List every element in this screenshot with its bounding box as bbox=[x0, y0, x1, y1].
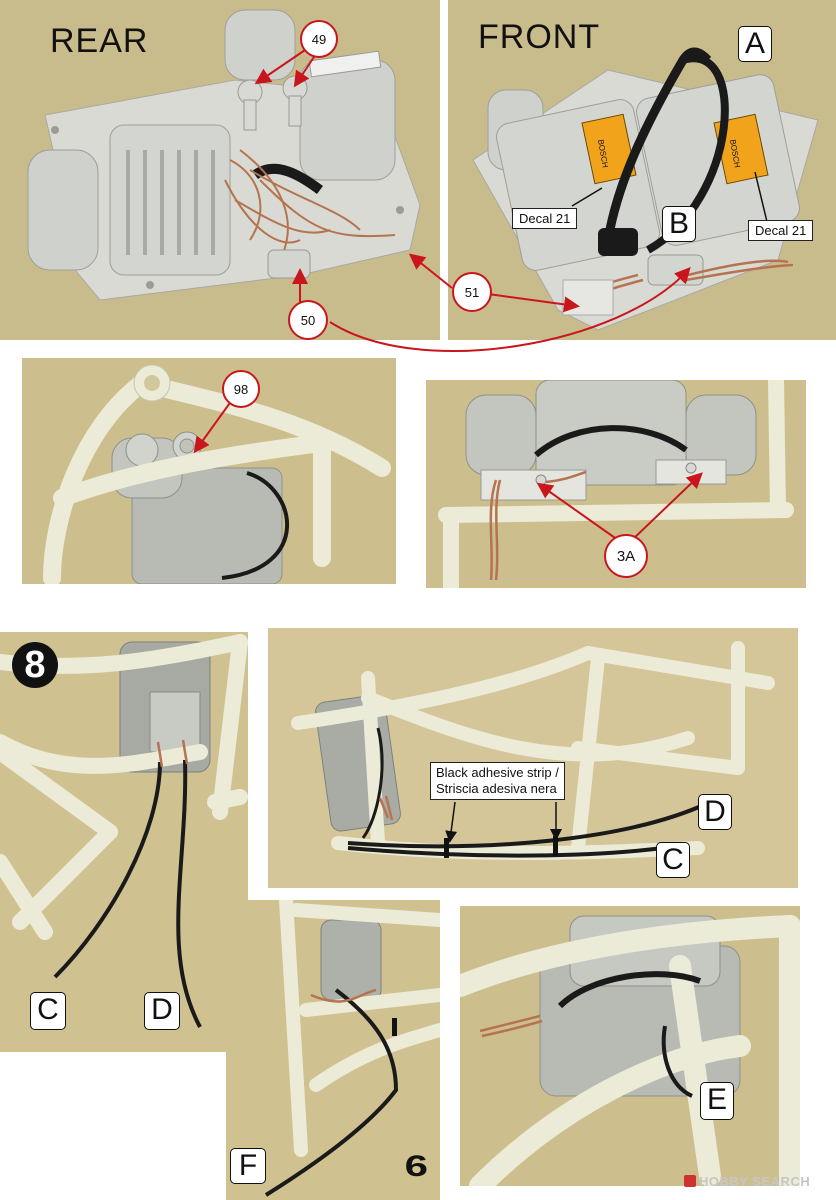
bosch-decal-left: BOSCH bbox=[581, 113, 637, 185]
part-3a-label: 3A bbox=[604, 534, 648, 578]
step-number-badge: 8 bbox=[12, 642, 58, 688]
photo-front: BOSCH BOSCH FRONT bbox=[448, 0, 836, 340]
frame-side-view bbox=[291, 641, 775, 860]
part-98-label: 98 bbox=[222, 370, 260, 408]
wire-label-c: C bbox=[30, 992, 66, 1030]
adhesive-strip-callout-it: Striscia adesiva nera bbox=[436, 781, 557, 796]
photo-part-98 bbox=[22, 358, 396, 584]
frame-wires-c-d bbox=[0, 634, 248, 1028]
adhesive-strip-callout: Black adhesive strip / Striscia adesiva … bbox=[430, 762, 565, 800]
wire-label-d-frame: D bbox=[698, 794, 732, 830]
wire-label-c-frame: C bbox=[656, 842, 690, 878]
wire-label-a: A bbox=[738, 26, 772, 62]
watermark: HOBBY SEARCH bbox=[684, 1174, 810, 1189]
part-51-label: 51 bbox=[452, 272, 492, 312]
photo-wire-e bbox=[460, 906, 800, 1186]
part-49-label: 49 bbox=[300, 20, 338, 58]
watermark-text: HOBBY SEARCH bbox=[699, 1174, 811, 1189]
frame-with-coils bbox=[43, 364, 391, 584]
rear-coil-assembly bbox=[27, 9, 421, 301]
wire-label-e: E bbox=[700, 1082, 734, 1120]
wire-label-d: D bbox=[144, 992, 180, 1030]
photo-adhesive-strip bbox=[268, 628, 798, 888]
hobby-search-logo-icon bbox=[684, 1175, 696, 1187]
photo-wires-c-d bbox=[0, 632, 248, 1052]
heading-rear: REAR bbox=[50, 22, 149, 60]
decal-21-label-left: Decal 21 bbox=[512, 208, 578, 229]
heading-front: FRONT bbox=[478, 18, 601, 56]
wire-label-b: B bbox=[662, 206, 696, 242]
page-number: 6 bbox=[404, 1150, 429, 1183]
decal-21-label-right: Decal 21 bbox=[748, 220, 814, 241]
frame-wire-f bbox=[264, 900, 440, 1197]
wire-label-f: F bbox=[230, 1148, 266, 1184]
photo-rear: REAR bbox=[0, 0, 440, 340]
part-50-label: 50 bbox=[288, 300, 328, 340]
frame-wire-e bbox=[460, 915, 800, 1186]
adhesive-strip-callout-en: Black adhesive strip / bbox=[436, 765, 559, 780]
